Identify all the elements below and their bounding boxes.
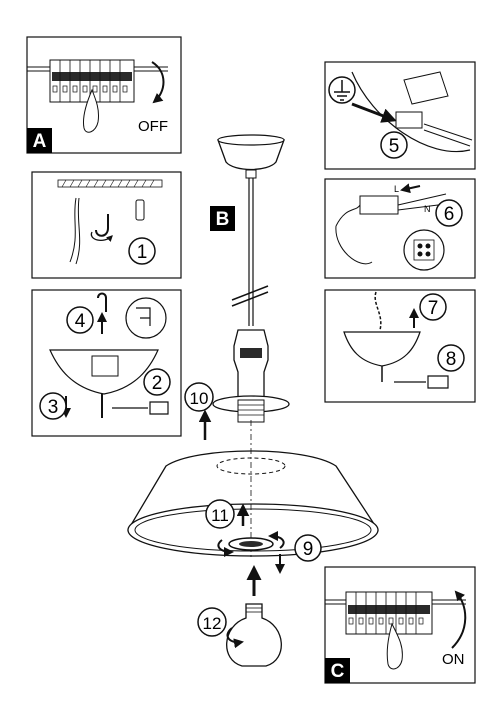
breaker-strip	[27, 59, 168, 103]
breaker-strip	[325, 591, 466, 635]
step-11-number: 11	[211, 506, 229, 525]
panel-steps-2-4: 2 3 4	[31, 289, 182, 437]
chain	[374, 291, 382, 331]
badge-a-box	[27, 128, 52, 153]
rotate-arrow-icon	[151, 61, 165, 104]
step-6-number: 6	[444, 204, 455, 225]
neutral-label: N	[424, 204, 431, 214]
panel-step-1: 1	[31, 171, 182, 279]
step-10-circle	[184, 382, 214, 412]
center-lamp-assembly: B 9 10	[127, 134, 379, 667]
connector-block	[91, 355, 119, 377]
step-1-number: 1	[137, 242, 148, 263]
ceiling-wires	[69, 197, 81, 265]
panel-step-6: L N 6	[324, 178, 476, 279]
rotate-arrow-icon	[268, 531, 285, 549]
switch-on-label: ON	[442, 651, 465, 668]
down-arrow-icon	[351, 102, 397, 123]
step-2-circle	[143, 368, 171, 396]
step-11-circle	[205, 499, 235, 529]
rotate-arrow-icon	[451, 590, 467, 649]
switch-off-label: OFF	[138, 118, 168, 135]
step-6-circle	[435, 199, 463, 227]
step-3-number: 3	[48, 397, 59, 418]
ceiling-hook	[97, 292, 107, 312]
left-arrow-icon	[400, 183, 421, 194]
step-12-number: 12	[203, 614, 222, 633]
badge-a: A	[33, 131, 47, 152]
screwdriver-icon	[394, 375, 449, 389]
step-12-circle	[197, 607, 227, 637]
step-5-circle	[380, 131, 408, 159]
step-7-circle	[419, 293, 447, 321]
panel-c: ON C	[324, 566, 476, 684]
step-10-number: 10	[190, 389, 209, 408]
light-bulb	[226, 603, 282, 667]
badge-c: C	[331, 661, 345, 682]
step-3-circle	[39, 392, 67, 420]
step-8-circle	[437, 344, 465, 372]
hand-illustration	[386, 622, 403, 670]
badge-c-box	[325, 658, 350, 683]
hook-icon	[95, 214, 109, 237]
rotate-arrow-icon	[217, 539, 234, 557]
rotate-arrow-icon	[90, 231, 113, 242]
badge-b: B	[216, 209, 230, 230]
panel-a: OFF A	[26, 36, 182, 154]
canopy-edge	[351, 71, 471, 153]
ceiling-canopy	[217, 139, 285, 171]
panel-step-5: 5	[324, 61, 476, 170]
step-8-number: 8	[446, 349, 457, 370]
step-4-circle	[66, 306, 94, 334]
step-2-number: 2	[152, 373, 163, 394]
screwdriver-icon	[112, 401, 169, 415]
step-9-number: 9	[303, 539, 314, 560]
step-9-circle	[294, 534, 322, 562]
badge-b-box	[210, 206, 235, 231]
hand-illustration	[83, 88, 99, 133]
wall-plug	[135, 199, 145, 221]
step-4-number: 4	[75, 311, 86, 332]
live-label: L	[394, 184, 399, 194]
step-1-circle	[128, 237, 156, 265]
terminal-block	[395, 111, 423, 129]
lamp-canopy	[343, 331, 421, 367]
panel-steps-7-8: 7 8	[324, 289, 476, 403]
step-7-number: 7	[428, 298, 439, 319]
rotate-arrow-icon	[226, 627, 244, 649]
terminal-block	[359, 195, 399, 215]
lamp-socket	[233, 329, 269, 401]
step-5-number: 5	[389, 136, 400, 157]
